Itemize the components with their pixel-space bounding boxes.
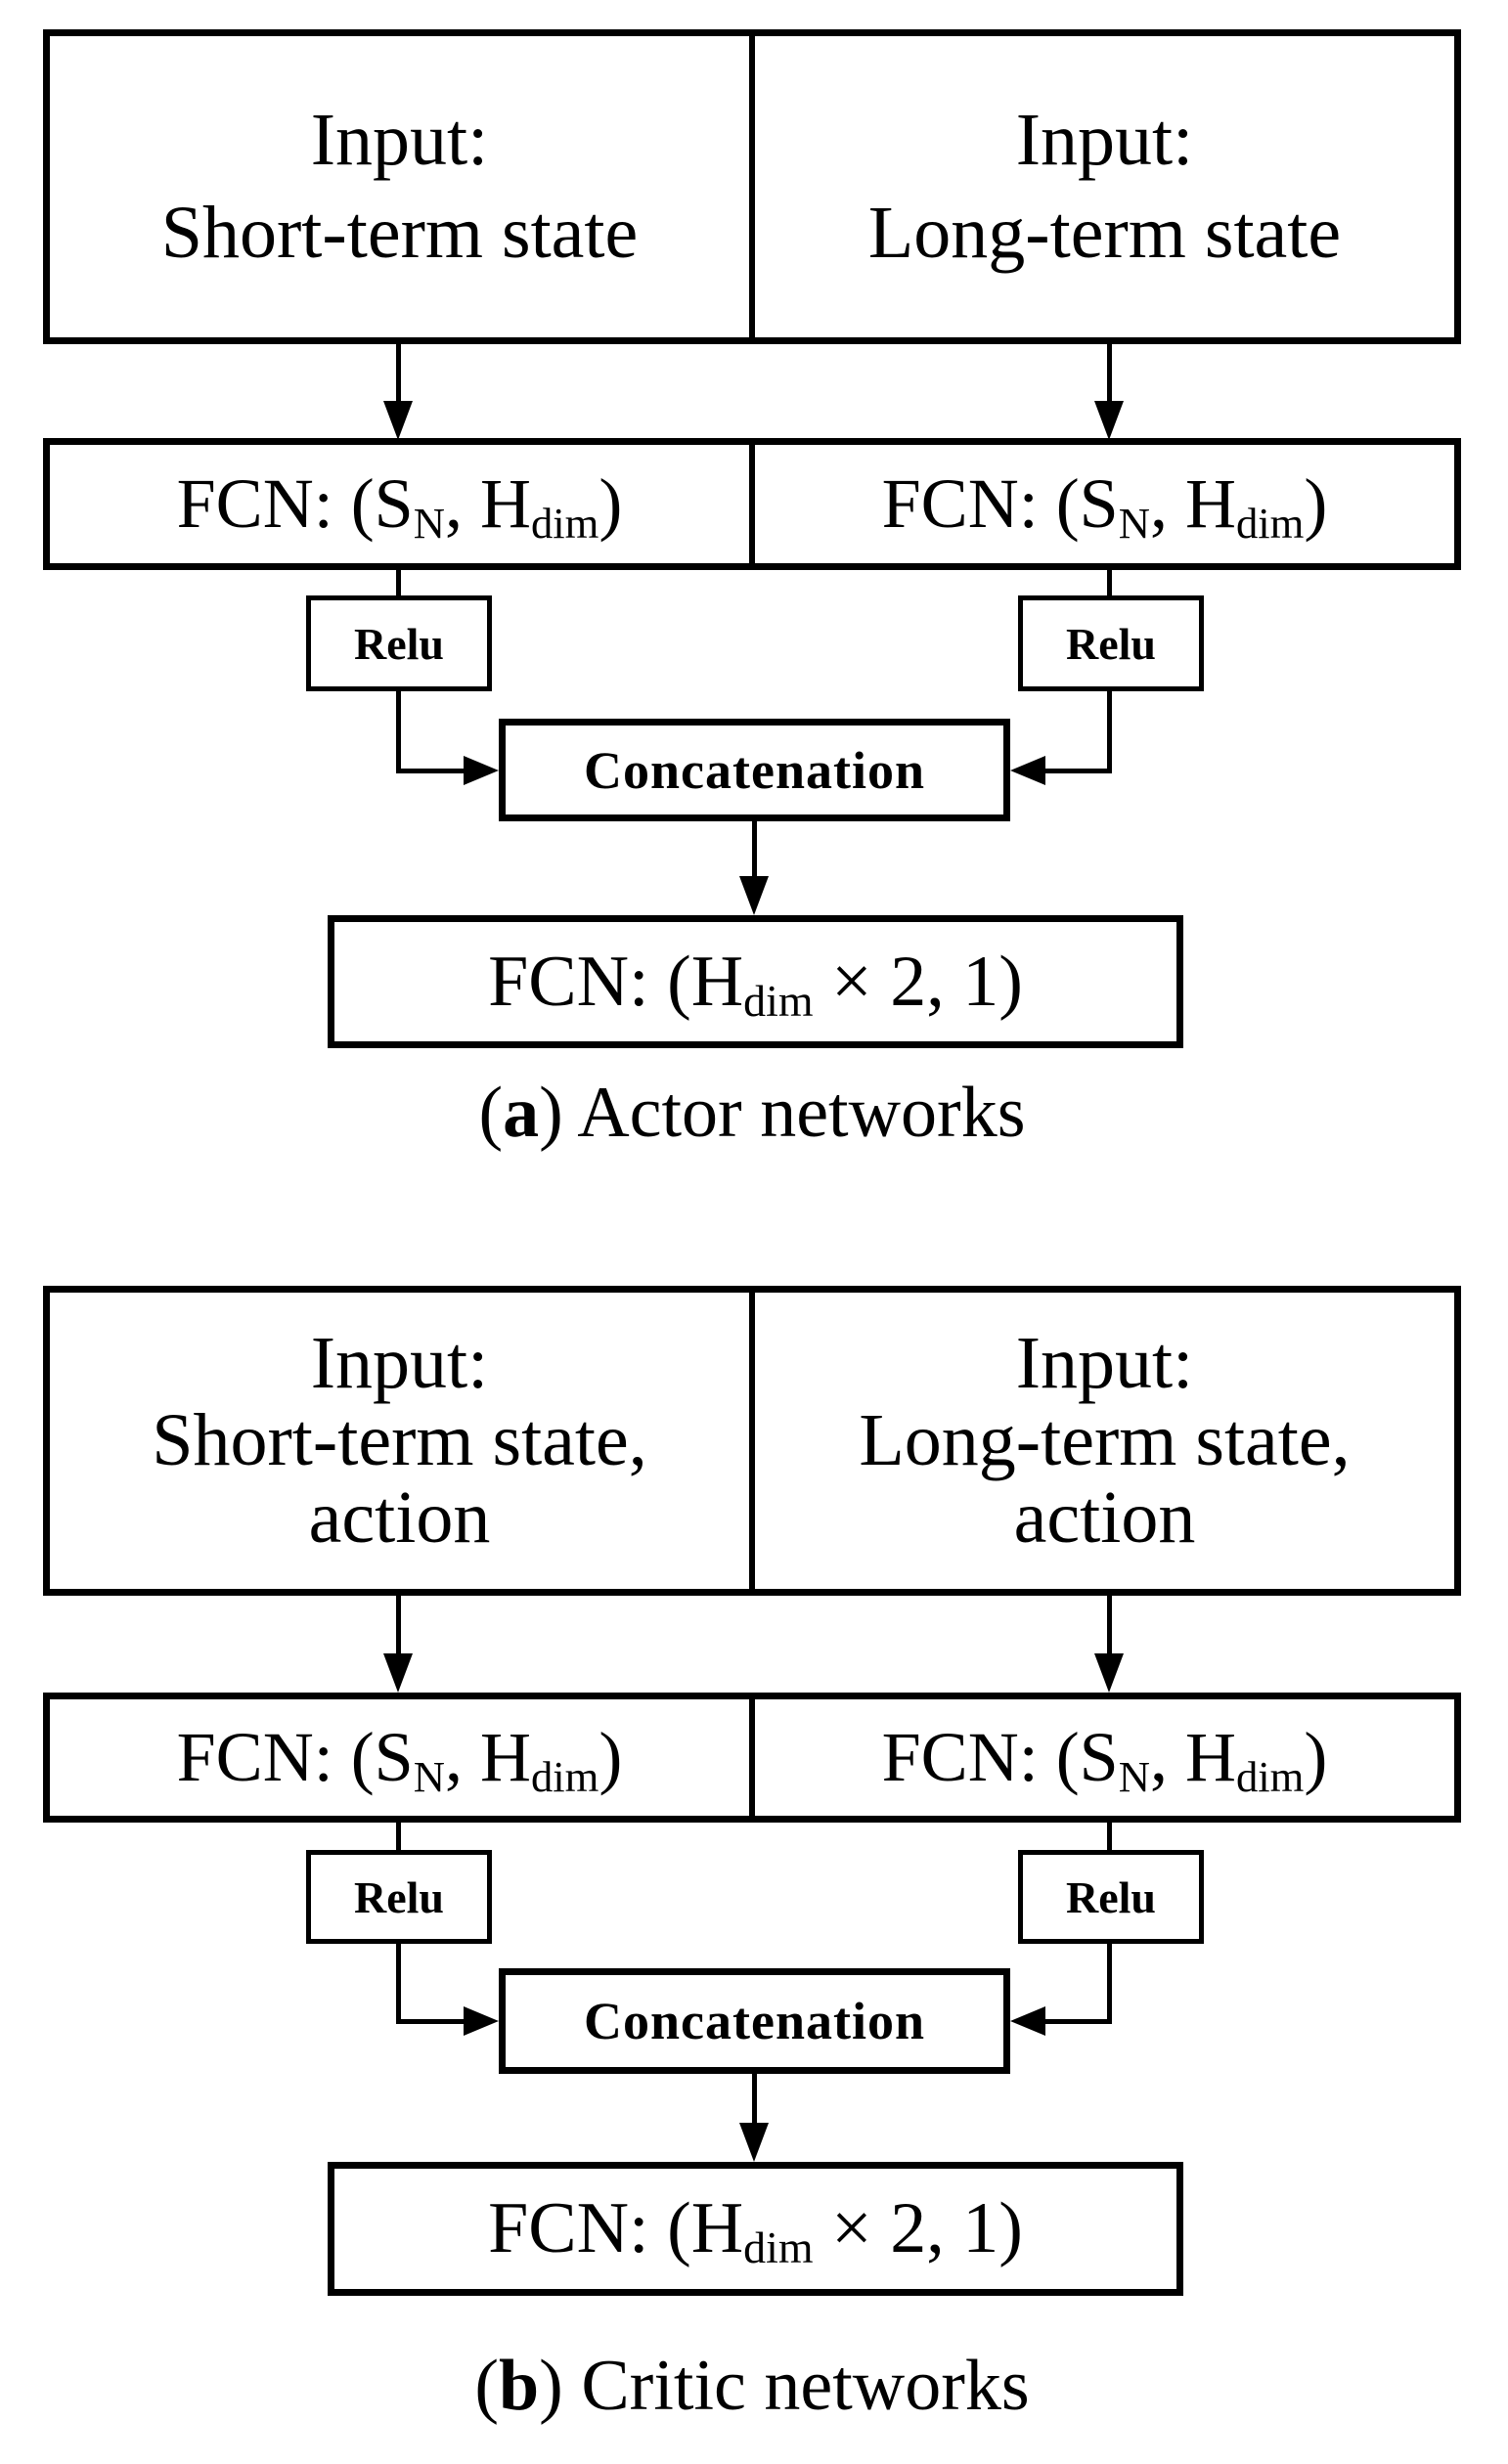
fcn-right-box-a: FCN: (SN, Hdim) bbox=[749, 445, 1454, 563]
arrowhead-down-icon bbox=[739, 2123, 769, 2162]
input-line: action bbox=[308, 1476, 491, 1559]
fcn-output-box-b: FCN: (Hdim × 2, 1) bbox=[328, 2162, 1183, 2296]
relu-right-box-b: Relu bbox=[1018, 1850, 1204, 1944]
relu-label: Relu bbox=[1066, 1871, 1156, 1922]
concatenation-label: Concatenation bbox=[584, 740, 925, 800]
input-line: Long-term state, bbox=[859, 1399, 1351, 1481]
caption-text: Critic networks bbox=[562, 2346, 1030, 2426]
elbow-relu-right-across-b bbox=[1042, 2019, 1112, 2024]
relu-label: Relu bbox=[354, 618, 444, 669]
relu-label: Relu bbox=[354, 1871, 444, 1922]
caption-a: (a) Actor networks bbox=[478, 1073, 1026, 1153]
relu-left-box-b: Relu bbox=[306, 1850, 492, 1944]
input-short-term-state-action-box-b: Input: Short-term state, action bbox=[50, 1293, 749, 1589]
input-long-term-state-box-a: Input: Long-term state bbox=[749, 36, 1454, 337]
arrow-concat-to-fcn-b bbox=[752, 2074, 757, 2127]
caption-text: Actor networks bbox=[562, 1073, 1026, 1153]
fcn-row-b: FCN: (SN, Hdim) FCN: (SN, Hdim) bbox=[43, 1693, 1461, 1823]
caption-b: (b) Critic networks bbox=[474, 2346, 1030, 2426]
fcn-label: FCN: (SN, Hdim) bbox=[881, 1718, 1328, 1801]
elbow-relu-right-down-a bbox=[1107, 691, 1112, 773]
input-row-a: Input: Short-term state Input: Long-term… bbox=[43, 29, 1461, 344]
caption-letter: a bbox=[503, 1073, 540, 1153]
input-line: Short-term state, bbox=[152, 1399, 647, 1481]
relu-label: Relu bbox=[1066, 618, 1156, 669]
connector-fcn-to-relu-left-a bbox=[396, 570, 401, 595]
fcn-output-box-a: FCN: (Hdim × 2, 1) bbox=[328, 915, 1183, 1048]
relu-right-box-a: Relu bbox=[1018, 595, 1204, 691]
arrow-input-left-to-fcn-b bbox=[396, 1596, 401, 1656]
connector-fcn-to-relu-right-b bbox=[1107, 1823, 1112, 1850]
fcn-right-box-b: FCN: (SN, Hdim) bbox=[749, 1699, 1454, 1816]
input-line: Input: bbox=[1015, 99, 1194, 181]
input-line: Input: bbox=[310, 99, 489, 181]
elbow-relu-left-down-a bbox=[396, 691, 401, 773]
arrowhead-down-icon bbox=[739, 876, 769, 915]
concatenation-label: Concatenation bbox=[584, 1992, 925, 2050]
relu-left-box-a: Relu bbox=[306, 595, 492, 691]
fcn-left-box-a: FCN: (SN, Hdim) bbox=[50, 445, 749, 563]
elbow-relu-right-across-a bbox=[1042, 769, 1112, 773]
elbow-relu-left-across-a bbox=[396, 769, 466, 773]
input-row-b: Input: Short-term state, action Input: L… bbox=[43, 1286, 1461, 1596]
fcn-label: FCN: (SN, Hdim) bbox=[176, 464, 623, 548]
arrowhead-left-icon bbox=[1010, 2006, 1045, 2036]
input-line: Input: bbox=[1015, 1322, 1194, 1404]
arrowhead-down-icon bbox=[1094, 401, 1124, 440]
connector-fcn-to-relu-right-a bbox=[1107, 570, 1112, 595]
arrowhead-left-icon bbox=[1010, 756, 1045, 785]
arrowhead-down-icon bbox=[383, 1653, 413, 1693]
fcn-label: FCN: (SN, Hdim) bbox=[881, 464, 1328, 548]
fcn-output-label: FCN: (Hdim × 2, 1) bbox=[488, 941, 1023, 1026]
arrowhead-down-icon bbox=[383, 401, 413, 440]
elbow-relu-left-across-b bbox=[396, 2019, 466, 2024]
input-line: action bbox=[1013, 1476, 1196, 1559]
input-line: Long-term state bbox=[867, 192, 1342, 274]
fcn-label: FCN: (SN, Hdim) bbox=[176, 1718, 623, 1801]
elbow-relu-right-down-b bbox=[1107, 1944, 1112, 2024]
input-short-term-state-box-a: Input: Short-term state bbox=[50, 36, 749, 337]
arrowhead-right-icon bbox=[464, 756, 499, 785]
concatenation-box-b: Concatenation bbox=[499, 1968, 1010, 2074]
connector-fcn-to-relu-left-b bbox=[396, 1823, 401, 1850]
arrowhead-down-icon bbox=[1094, 1653, 1124, 1693]
concatenation-box-a: Concatenation bbox=[499, 719, 1010, 821]
fcn-left-box-b: FCN: (SN, Hdim) bbox=[50, 1699, 749, 1816]
fcn-row-a: FCN: (SN, Hdim) FCN: (SN, Hdim) bbox=[43, 438, 1461, 570]
elbow-relu-left-down-b bbox=[396, 1944, 401, 2024]
arrow-input-right-to-fcn-a bbox=[1107, 344, 1112, 403]
input-long-term-state-action-box-b: Input: Long-term state, action bbox=[749, 1293, 1454, 1589]
fcn-output-label: FCN: (Hdim × 2, 1) bbox=[488, 2188, 1023, 2272]
caption-letter: b bbox=[499, 2346, 540, 2426]
input-line: Short-term state bbox=[160, 192, 639, 274]
arrowhead-right-icon bbox=[464, 2006, 499, 2036]
input-line: Input: bbox=[310, 1322, 489, 1404]
arrow-concat-to-fcn-a bbox=[752, 821, 757, 880]
arrow-input-right-to-fcn-b bbox=[1107, 1596, 1112, 1656]
arrow-input-left-to-fcn-a bbox=[396, 344, 401, 403]
